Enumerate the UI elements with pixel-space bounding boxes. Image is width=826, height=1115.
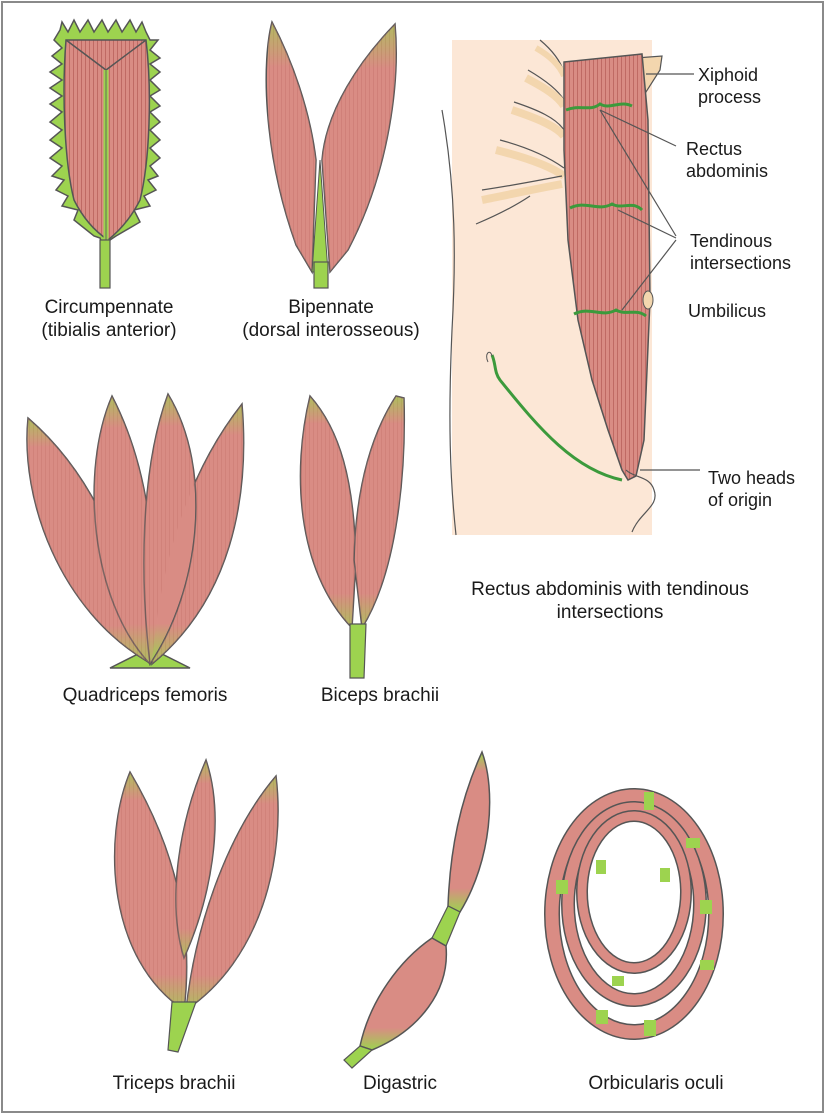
umbilicus-shape [643,291,653,309]
label-xiphoid-process: Xiphoid process [698,64,761,108]
caption-rectus-abdominis: Rectus abdominis with tendinous intersec… [440,578,780,624]
caption-orbicularis: Orbicularis oculi [556,1072,756,1095]
label-umbilicus: Umbilicus [688,300,766,322]
caption-triceps: Triceps brachii [84,1072,264,1095]
digastric-drawing [344,752,490,1068]
circumpennate-drawing [50,20,160,288]
caption-digastric: Digastric [340,1072,460,1095]
caption-circumpennate: Circumpennate (tibialis anterior) [14,296,204,342]
bipennate-drawing [266,22,398,288]
orbicularis-oculi-drawing [552,792,716,1036]
digastric-posterior-belly [448,752,490,912]
biceps-drawing [290,390,410,678]
digastric-anterior-belly [360,938,446,1050]
triceps-drawing [100,756,290,1052]
biceps-tendon [350,624,366,678]
caption-bipennate: Bipennate (dorsal interosseous) [226,296,436,342]
triceps-tendon [168,1002,196,1052]
quadriceps-drawing [20,390,250,670]
label-tendinous-intersections: Tendinous intersections [690,230,791,274]
label-rectus-abdominis: Rectus abdominis [686,138,768,182]
circumpennate-tendon [100,240,110,288]
caption-quadriceps: Quadriceps femoris [40,684,250,707]
bipennate-tendon [314,262,328,288]
caption-biceps: Biceps brachii [300,684,460,707]
label-two-heads-of-origin: Two heads of origin [708,467,795,511]
rectus-abdominis-drawing [442,40,700,535]
